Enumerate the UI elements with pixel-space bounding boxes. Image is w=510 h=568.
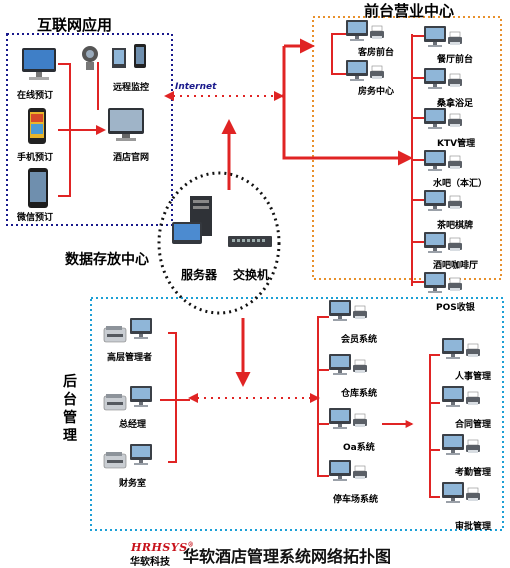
datacenter-group-title: 数据存放中心	[65, 252, 149, 268]
online-booking-label: 在线预订	[17, 91, 54, 101]
smartphone-icon	[28, 108, 46, 144]
finance-computer-icon	[130, 444, 152, 465]
back-member-label: 会员系统	[341, 335, 378, 345]
contract-computer-icon	[442, 386, 464, 407]
datacenter-arrows	[221, 119, 251, 387]
water-bar-computer-icon	[424, 150, 446, 171]
parking-printer-icon	[352, 465, 368, 480]
front-sauna-label: 桑拿浴足	[437, 99, 474, 109]
front-water-bar-label: 水吧（本汇）	[433, 179, 488, 189]
reception-computer-icon	[346, 20, 368, 41]
contract-printer-icon	[465, 391, 481, 406]
internet-link-label: Internet	[175, 82, 217, 92]
coffee-computer-icon	[424, 232, 446, 253]
approval-computer-icon	[442, 482, 464, 503]
housekeeping-printer-icon	[369, 65, 385, 80]
restaurant-computer-icon	[424, 26, 446, 47]
oa-printer-icon	[352, 413, 368, 428]
approval-printer-icon	[465, 487, 481, 502]
front-reception-label: 客房前台	[358, 48, 395, 58]
back-group-border	[90, 297, 504, 531]
back-attendance-label: 考勤管理	[455, 468, 492, 478]
front-ktv-label: KTV管理	[437, 139, 476, 149]
senior-copier-icon	[103, 325, 127, 343]
warehouse-computer-icon	[329, 354, 351, 375]
member-printer-icon	[352, 305, 368, 320]
front-housekeeping-label: 房务中心	[358, 87, 395, 97]
back-title-char: 台	[63, 392, 77, 408]
hotel-website-computer-icon	[108, 108, 144, 141]
front-tea-label: 茶吧棋牌	[437, 221, 474, 231]
front-trunk	[282, 38, 413, 166]
remote-monitor-label: 远程监控	[113, 83, 150, 93]
back-senior-label: 高层管理者	[107, 353, 153, 363]
back-approval-label: 审批管理	[455, 522, 492, 532]
gm-computer-icon	[130, 386, 152, 407]
remote-monitor-icon	[82, 44, 146, 70]
front-pos-label: POS收银	[436, 303, 475, 313]
senior-computer-icon	[130, 318, 152, 339]
member-computer-icon	[329, 300, 351, 321]
ktv-printer-icon	[447, 113, 463, 128]
internet-group-title: 互联网应用	[37, 16, 113, 34]
brand-logo-en: HRHSYS	[131, 541, 188, 554]
reception-printer-icon	[369, 25, 385, 40]
attendance-computer-icon	[442, 434, 464, 455]
warehouse-printer-icon	[352, 359, 368, 374]
ktv-computer-icon	[424, 108, 446, 129]
internet-connectors	[58, 62, 106, 197]
hr-printer-icon	[465, 343, 481, 358]
housekeeping-computer-icon	[346, 60, 368, 81]
pos-computer-icon	[424, 272, 446, 293]
server-icon	[172, 196, 212, 244]
brand-name-cn: 华软科技	[130, 557, 170, 568]
front-restaurant-label: 餐厅前台	[437, 55, 474, 65]
mobile-booking-label: 手机预订	[17, 153, 54, 163]
back-finance-label: 财务室	[119, 479, 147, 489]
back-title-char: 后	[63, 374, 77, 390]
front-group-title: 前台营业中心	[364, 2, 455, 20]
front-connectors	[331, 33, 424, 286]
restaurant-printer-icon	[447, 31, 463, 46]
back-gm-label: 总经理	[119, 420, 147, 430]
back-warehouse-label: 仓库系统	[341, 389, 378, 399]
internet-group-border	[6, 33, 173, 226]
brand-logo-mark: ®	[187, 541, 195, 549]
hotel-website-label: 酒店官网	[113, 153, 150, 163]
datacenter-border	[157, 171, 281, 315]
back-group-title: 后 台 管 理	[63, 373, 81, 445]
switch-icon	[228, 236, 272, 247]
sauna-computer-icon	[424, 68, 446, 89]
sauna-printer-icon	[447, 73, 463, 88]
pos-printer-icon	[447, 277, 463, 292]
attendance-printer-icon	[465, 439, 481, 454]
back-title-char: 理	[63, 428, 77, 444]
water-bar-printer-icon	[447, 155, 463, 170]
coffee-printer-icon	[447, 237, 463, 252]
back-title-char: 管	[63, 410, 77, 426]
back-parking-label: 停车场系统	[333, 495, 379, 505]
front-coffee-label: 酒吧咖啡厅	[433, 261, 479, 271]
back-hr-label: 人事管理	[455, 372, 492, 382]
finance-copier-icon	[103, 451, 127, 469]
switch-label: 交换机	[233, 268, 270, 282]
wechat-booking-label: 微信预订	[17, 213, 54, 223]
back-oa-label: Oa系统	[343, 443, 375, 453]
tea-computer-icon	[424, 190, 446, 211]
hr-computer-icon	[442, 338, 464, 359]
diagram-title: 华软酒店管理系统网络拓扑图	[183, 547, 392, 566]
desktop-icon	[22, 48, 56, 80]
tablet-phone-icon	[28, 168, 48, 208]
tea-printer-icon	[447, 195, 463, 210]
brand-logo: HRHSYS®	[131, 541, 194, 554]
parking-computer-icon	[329, 460, 351, 481]
server-label: 服务器	[181, 268, 218, 282]
gm-copier-icon	[103, 393, 127, 411]
back-connectors	[160, 316, 440, 498]
back-contract-label: 合同管理	[455, 420, 492, 430]
oa-computer-icon	[329, 408, 351, 429]
